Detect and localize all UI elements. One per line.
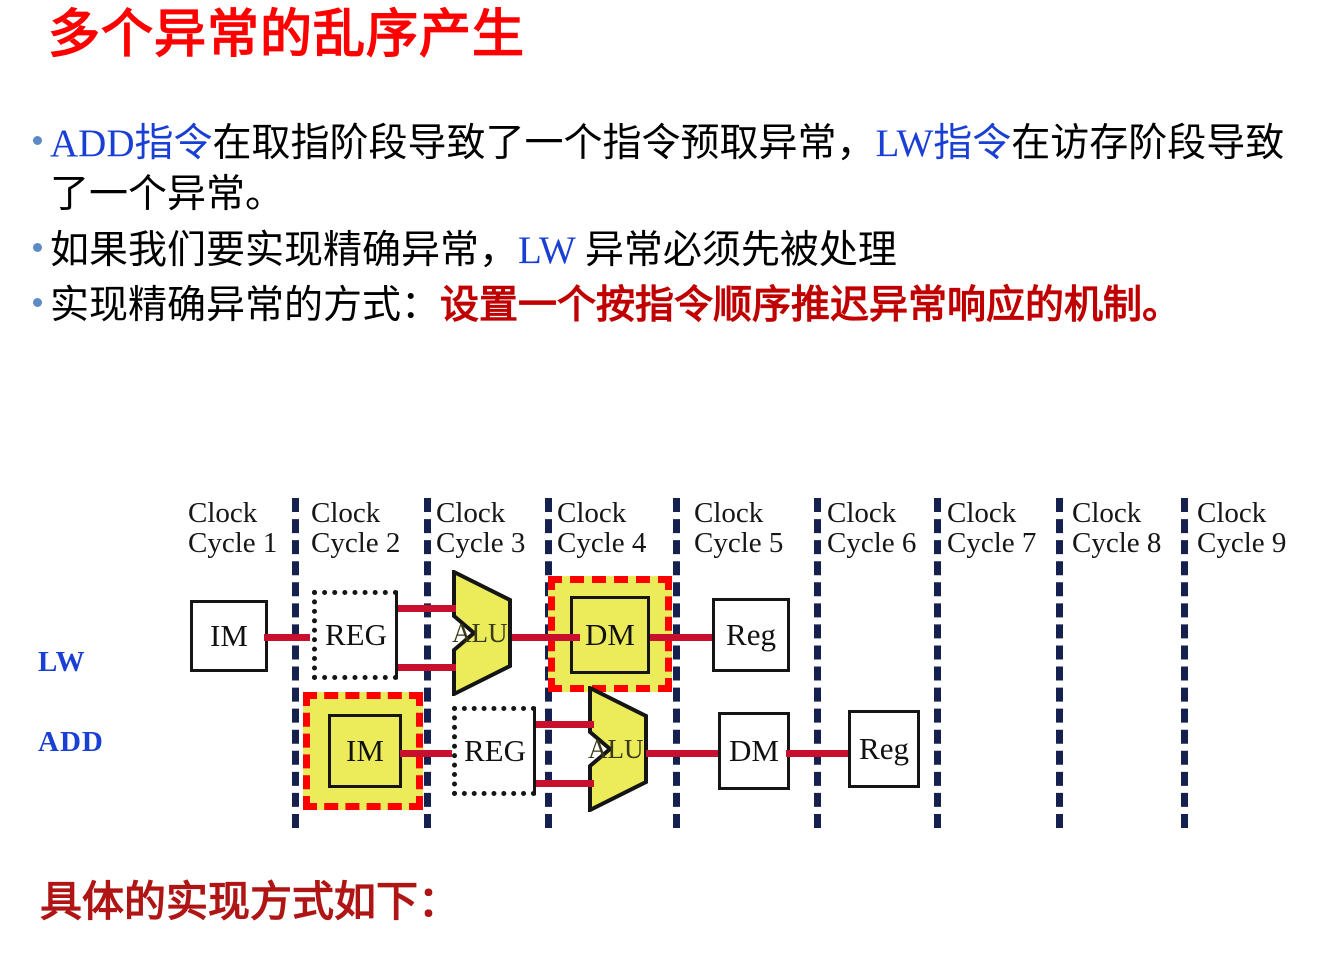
cycle-separator-6 <box>934 498 941 828</box>
cycle-header-7: Clock Cycle 7 <box>947 498 1036 558</box>
lw-stage-im-label: IM <box>210 618 248 653</box>
row-label-add: ADD <box>38 726 104 758</box>
lw-stage-reg2[interactable]: Reg <box>712 598 790 672</box>
bullet-dot-icon <box>24 280 50 307</box>
cycle-header-1: Clock Cycle 1 <box>188 498 277 558</box>
cycle-separator-8 <box>1181 498 1188 828</box>
cycle-separator-2 <box>424 498 431 828</box>
cycle-header-4-line2: Cycle 4 <box>557 527 647 560</box>
cycle-separator-4 <box>673 498 680 828</box>
bullet-dot-icon <box>24 118 50 145</box>
page-title: 多个异常的乱序产生 <box>48 7 526 64</box>
add-stage-dm[interactable]: DM <box>718 712 790 790</box>
wire-lw-reg-alu-bottom <box>398 664 456 671</box>
cycle-header-7-line2: Cycle 7 <box>947 527 1037 560</box>
add-stage-alu[interactable] <box>588 686 650 812</box>
lw-stage-reg[interactable]: REG <box>312 590 398 680</box>
list-item: 实现精确异常的方式：设置一个按指令顺序推迟异常响应的机制。 <box>24 280 1314 331</box>
row-label-lw: LW <box>38 646 86 678</box>
wire-add-reg-alu-bottom <box>536 780 594 787</box>
bullet-1-seg-2: LW指令 <box>875 122 1012 165</box>
lw-stage-dm[interactable]: DM <box>570 596 650 674</box>
wire-lw-alu-dm <box>512 634 580 641</box>
cycle-header-5-line2: Cycle 5 <box>694 527 784 560</box>
cycle-header-4-line1: Clock <box>557 497 627 529</box>
list-item: 如果我们要实现精确异常，LW 异常必须先被处理 <box>24 225 1314 276</box>
cycle-header-9: Clock Cycle 9 <box>1197 498 1286 558</box>
bullet-2-seg-2: 异常必须先被处理 <box>575 228 897 272</box>
cycle-header-8: Clock Cycle 8 <box>1072 498 1161 558</box>
bullet-2-seg-1: LW <box>518 228 576 272</box>
cycle-separator-1 <box>292 498 299 828</box>
cycle-header-5-line1: Clock <box>694 497 764 529</box>
cycle-header-8-line2: Cycle 8 <box>1072 527 1162 560</box>
cycle-header-9-line1: Clock <box>1197 497 1267 529</box>
cycle-header-2: Clock Cycle 2 <box>311 498 400 558</box>
wire-lw-dm-reg <box>650 634 712 641</box>
cycle-header-3-line1: Clock <box>436 497 506 529</box>
wire-add-im-reg <box>400 750 452 757</box>
footer-text: 具体的实现方式如下： <box>40 880 461 926</box>
wire-lw-im-reg <box>264 634 310 641</box>
lw-stage-reg-label: REG <box>325 617 387 652</box>
cycle-header-1-line2: Cycle 1 <box>188 527 278 560</box>
bullet-2-seg-0: 如果我们要实现精确异常， <box>50 228 519 272</box>
add-stage-reg[interactable]: REG <box>452 706 536 796</box>
bullet-list: ADD指令在取指阶段导致了一个指令预取异常，LW指令在访存阶段导致了一个异常。 … <box>24 118 1314 336</box>
wire-add-alu-dm <box>646 750 718 757</box>
cycle-header-7-line1: Clock <box>947 497 1017 529</box>
cycle-header-6: Clock Cycle 6 <box>827 498 916 558</box>
bullet-1-seg-3: 在访存阶段导致了一个异常。 <box>50 122 1285 217</box>
add-stage-reg-label: REG <box>464 733 526 768</box>
cycle-header-8-line1: Clock <box>1072 497 1142 529</box>
cycle-header-6-line1: Clock <box>827 497 897 529</box>
lw-stage-dm-label: DM <box>585 617 635 652</box>
add-stage-im[interactable]: IM <box>328 714 402 788</box>
cycle-header-2-line2: Cycle 2 <box>311 527 401 560</box>
pipeline-diagram: LW ADD Clock Cycle 1 Clock Cycle 2 Clock… <box>0 488 1332 833</box>
lw-stage-reg2-label: Reg <box>726 617 776 652</box>
bullet-1-seg-0: ADD指令 <box>50 122 213 165</box>
add-stage-im-label: IM <box>346 733 384 768</box>
wire-add-dm-reg <box>786 750 848 757</box>
bullet-1-seg-1: 在取指阶段导致了一个指令预取异常， <box>212 122 876 165</box>
cycle-header-4: Clock Cycle 4 <box>557 498 646 558</box>
add-stage-reg2-label: Reg <box>859 731 909 766</box>
cycle-header-5: Clock Cycle 5 <box>694 498 783 558</box>
bullet-text-2: 如果我们要实现精确异常，LW 异常必须先被处理 <box>50 225 1314 276</box>
bullet-3-seg-0: 实现精确异常的方式： <box>50 284 441 328</box>
cycle-separator-7 <box>1056 498 1063 828</box>
cycle-header-3-line2: Cycle 3 <box>436 527 526 560</box>
bullet-3-seg-1: 设置一个按指令顺序推迟异常响应的机制。 <box>440 284 1182 328</box>
cycle-header-2-line1: Clock <box>311 497 381 529</box>
wire-lw-reg-alu-top <box>398 605 456 612</box>
lw-stage-im[interactable]: IM <box>190 600 268 672</box>
cycle-header-1-line1: Clock <box>188 497 258 529</box>
cycle-separator-5 <box>814 498 821 828</box>
bullet-text-3: 实现精确异常的方式：设置一个按指令顺序推迟异常响应的机制。 <box>50 280 1314 331</box>
add-stage-reg2[interactable]: Reg <box>848 710 920 788</box>
cycle-header-3: Clock Cycle 3 <box>436 498 525 558</box>
bullet-dot-icon <box>24 225 50 252</box>
list-item: ADD指令在取指阶段导致了一个指令预取异常，LW指令在访存阶段导致了一个异常。 <box>24 118 1314 221</box>
add-stage-dm-label: DM <box>729 733 779 768</box>
bullet-text-1: ADD指令在取指阶段导致了一个指令预取异常，LW指令在访存阶段导致了一个异常。 <box>50 118 1314 221</box>
lw-stage-alu[interactable] <box>452 570 514 696</box>
cycle-header-9-line2: Cycle 9 <box>1197 527 1287 560</box>
wire-add-reg-alu-top <box>536 721 594 728</box>
cycle-header-6-line2: Cycle 6 <box>827 527 917 560</box>
